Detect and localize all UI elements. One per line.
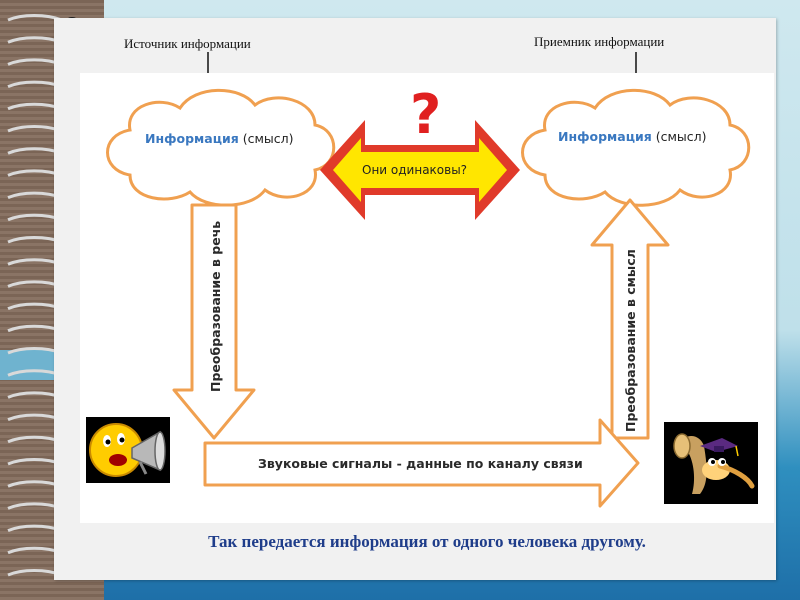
- to-speech-text: Преобразование в речь: [208, 221, 223, 392]
- compare-text: Они одинаковы?: [362, 163, 467, 177]
- diagram-canvas: Информация (смысл) Информация (смысл) ? …: [86, 83, 758, 508]
- horn-character-icon: [664, 422, 758, 504]
- receiver-label: Приемник информации: [534, 34, 665, 49]
- channel-text: Звуковые сигналы - данные по каналу связ…: [258, 456, 583, 471]
- source-label: Источник информации: [124, 36, 251, 51]
- receiver-cloud: Информация (смысл): [521, 88, 751, 207]
- diagram-panel: Информация (смысл) Информация (смысл) ? …: [80, 73, 774, 523]
- to-meaning-text: Преобразование в смысл: [623, 249, 638, 432]
- receiver-cloud-text: Информация (смысл): [558, 129, 707, 144]
- source-cloud-text: Информация (смысл): [145, 131, 294, 146]
- to-meaning-arrow: Преобразование в смысл: [590, 198, 670, 440]
- to-speech-arrow: Преобразование в речь: [172, 203, 256, 440]
- question-mark: ?: [410, 83, 441, 146]
- source-cloud: Информация (смысл): [106, 88, 336, 207]
- compare-double-arrow: Они одинаковы?: [320, 120, 520, 220]
- megaphone-smiley-icon: [86, 417, 170, 483]
- channel-arrow: Звуковые сигналы - данные по каналу связ…: [203, 418, 640, 508]
- caption: Так передается информация от одного чело…: [208, 532, 646, 551]
